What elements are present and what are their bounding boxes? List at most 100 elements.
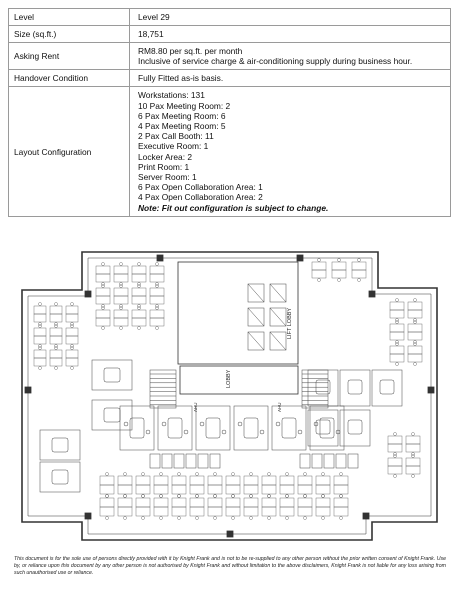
floor-plan-rooms	[39, 283, 403, 493]
chair	[123, 421, 129, 427]
chair	[413, 318, 417, 322]
spec-value-line: Server Room: 1	[138, 172, 197, 183]
office-room	[339, 409, 371, 447]
call-booth	[173, 453, 185, 469]
chair	[101, 262, 105, 266]
chair	[267, 516, 271, 520]
chair	[38, 344, 42, 348]
chair	[357, 278, 361, 282]
lift-car-diagonal	[269, 283, 287, 303]
desk	[387, 435, 403, 445]
chair	[395, 362, 399, 366]
lobby-label: LOBBY	[226, 369, 232, 388]
chair	[54, 366, 58, 370]
chair	[119, 304, 123, 308]
desk	[333, 475, 349, 486]
desk	[333, 484, 349, 495]
chair	[357, 258, 361, 262]
meeting-table	[319, 417, 335, 439]
desk	[113, 295, 129, 305]
desk	[225, 497, 241, 508]
meeting-room	[271, 405, 307, 451]
desk	[387, 457, 403, 467]
chair	[213, 516, 217, 520]
chair	[303, 472, 307, 476]
room-table	[347, 419, 363, 435]
desk	[331, 269, 347, 279]
desk	[99, 506, 115, 517]
chair	[155, 284, 159, 288]
chair	[393, 432, 397, 436]
meeting-room	[39, 461, 81, 493]
desk	[113, 273, 129, 283]
chair	[38, 324, 42, 328]
desk	[117, 475, 133, 486]
desk	[279, 497, 295, 508]
desk	[33, 357, 47, 367]
chair	[105, 472, 109, 476]
chair	[303, 494, 307, 498]
desk	[389, 323, 405, 333]
desk	[49, 357, 63, 367]
chair	[249, 494, 253, 498]
lift-car-diagonal	[247, 331, 265, 351]
chair	[337, 258, 341, 262]
desk	[315, 484, 331, 495]
desk	[95, 265, 111, 275]
ahu-left-label: AHU	[193, 402, 198, 412]
chair	[249, 472, 253, 476]
desk	[99, 497, 115, 508]
desk	[297, 506, 313, 517]
chair	[155, 326, 159, 330]
spec-value-line: 2 Pax Call Booth: 11	[138, 131, 214, 142]
column	[427, 386, 435, 394]
chair	[54, 322, 58, 326]
chair	[213, 472, 217, 476]
desk	[113, 265, 129, 275]
lift-car-diagonal	[269, 307, 287, 327]
chair	[105, 516, 109, 520]
desk	[171, 475, 187, 486]
chair	[393, 452, 397, 456]
staircase	[149, 369, 177, 409]
room-table	[379, 379, 395, 395]
desk	[331, 261, 347, 271]
chair	[395, 340, 399, 344]
desk	[261, 497, 277, 508]
chair	[70, 344, 74, 348]
chair	[339, 494, 343, 498]
chair	[105, 494, 109, 498]
chair	[137, 262, 141, 266]
spec-value-line: 10 Pax Meeting Room: 2	[138, 100, 231, 111]
desk	[189, 506, 205, 517]
room-table	[315, 419, 331, 435]
column	[368, 290, 376, 298]
desk	[95, 317, 111, 327]
desk	[99, 475, 115, 486]
call-booth	[209, 453, 221, 469]
chair	[177, 494, 181, 498]
spec-value-line: Print Room: 1	[138, 161, 190, 172]
desk	[95, 287, 111, 297]
chair	[119, 282, 123, 286]
outer-wall	[21, 251, 438, 541]
desk	[33, 305, 47, 315]
spec-value-line: 4 Pax Meeting Room: 5	[138, 121, 226, 132]
chair	[395, 318, 399, 322]
lift-car	[269, 331, 287, 351]
spec-label: Handover Condition	[8, 69, 130, 88]
chair	[213, 494, 217, 498]
spec-value-line: Level 29	[138, 11, 170, 22]
floor-plan-workstations	[33, 258, 423, 520]
chair	[155, 306, 159, 310]
chair	[70, 324, 74, 328]
chair	[54, 302, 58, 306]
desk	[279, 506, 295, 517]
spec-value: 18,751	[129, 25, 451, 43]
desk	[405, 465, 421, 475]
desk	[95, 295, 111, 305]
desk	[135, 497, 151, 508]
chair	[393, 454, 397, 458]
